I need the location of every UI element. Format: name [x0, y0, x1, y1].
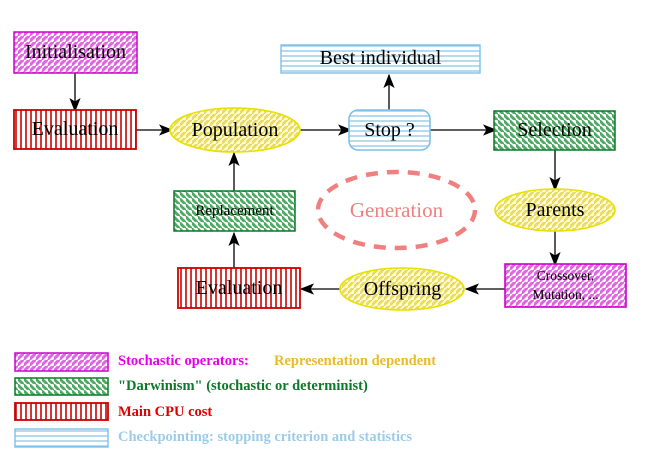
node-best-individual[interactable]	[280, 44, 481, 74]
node-crossover-mutation[interactable]	[504, 263, 627, 308]
node-evaluation-top[interactable]	[13, 109, 137, 150]
legend-label-cpu: Main CPU cost	[118, 404, 213, 420]
legend-label-stochastic-a: Stochastic operators:	[118, 353, 249, 369]
node-selection[interactable]	[493, 110, 616, 151]
legend-swatch-cpu	[14, 402, 109, 421]
legend-label-stochastic-b: Representation dependent	[274, 353, 437, 369]
node-initialisation[interactable]	[13, 31, 138, 74]
node-stop[interactable]	[348, 109, 431, 151]
node-population[interactable]	[169, 107, 301, 153]
legend-label-darwinism: "Darwinism" (stochastic or determinist)	[118, 378, 368, 394]
legend-swatch-darwinism	[14, 377, 109, 396]
node-parents[interactable]	[494, 188, 616, 232]
node-evaluation-bottom[interactable]	[177, 267, 301, 309]
legend-swatch-checkpoint	[14, 428, 109, 448]
node-replacement[interactable]	[173, 190, 296, 232]
node-generation	[315, 169, 478, 251]
edge-group	[69, 73, 561, 295]
legend-label-checkpoint: Checkpointing: stopping criterion and st…	[118, 429, 413, 445]
node-offspring[interactable]	[339, 267, 465, 311]
legend-swatches	[14, 352, 109, 448]
legend-swatch-stochastic	[14, 352, 109, 372]
